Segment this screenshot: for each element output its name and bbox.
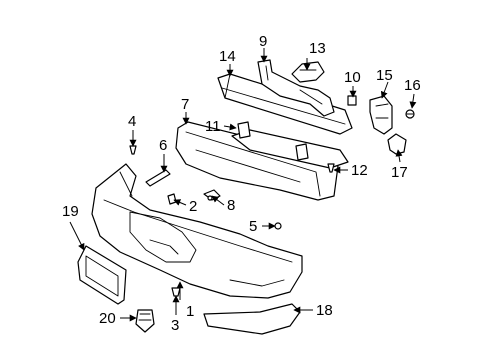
clip-17 bbox=[387, 133, 407, 155]
bracket-15 bbox=[369, 95, 393, 135]
callout-12: 12 bbox=[351, 162, 368, 179]
callout-labels: 1 2 3 4 5 6 7 8 9 10 11 12 13 14 15 16 1… bbox=[62, 33, 421, 334]
callout-10: 10 bbox=[344, 69, 361, 86]
clips-8 bbox=[203, 189, 221, 201]
emblem bbox=[135, 309, 155, 333]
callout-8: 8 bbox=[227, 197, 235, 214]
callout-14: 14 bbox=[219, 48, 236, 65]
callout-6: 6 bbox=[159, 137, 167, 154]
leader-lines bbox=[69, 48, 417, 322]
bracket-9 bbox=[257, 59, 335, 117]
callout-4: 4 bbox=[128, 113, 136, 130]
absorber-11 bbox=[231, 121, 349, 169]
callout-15: 15 bbox=[376, 67, 393, 84]
clip-2 bbox=[167, 193, 177, 205]
callout-3: 3 bbox=[171, 317, 179, 334]
fastener-4 bbox=[129, 145, 137, 155]
license-plate-bracket bbox=[77, 245, 127, 305]
fastener-12 bbox=[327, 163, 335, 173]
callout-17: 17 bbox=[391, 164, 408, 181]
bolt-16 bbox=[405, 109, 415, 119]
nut-10 bbox=[347, 95, 357, 106]
callout-5: 5 bbox=[249, 218, 257, 235]
push-pin-3 bbox=[171, 287, 181, 297]
callout-11: 11 bbox=[205, 118, 221, 135]
callout-20: 20 bbox=[99, 310, 116, 327]
lower-deflector bbox=[203, 303, 301, 335]
callout-7: 7 bbox=[181, 96, 189, 113]
callout-18: 18 bbox=[316, 302, 333, 319]
callout-16: 16 bbox=[404, 77, 421, 94]
callout-19: 19 bbox=[62, 203, 79, 220]
callout-1: 1 bbox=[186, 303, 194, 320]
strip-6 bbox=[145, 169, 171, 187]
bumper-cover bbox=[91, 163, 303, 299]
bracket-13 bbox=[291, 61, 325, 83]
bolt-5 bbox=[274, 222, 282, 230]
callout-9: 9 bbox=[259, 33, 267, 50]
callout-2: 2 bbox=[189, 198, 197, 215]
callout-13: 13 bbox=[309, 40, 326, 57]
